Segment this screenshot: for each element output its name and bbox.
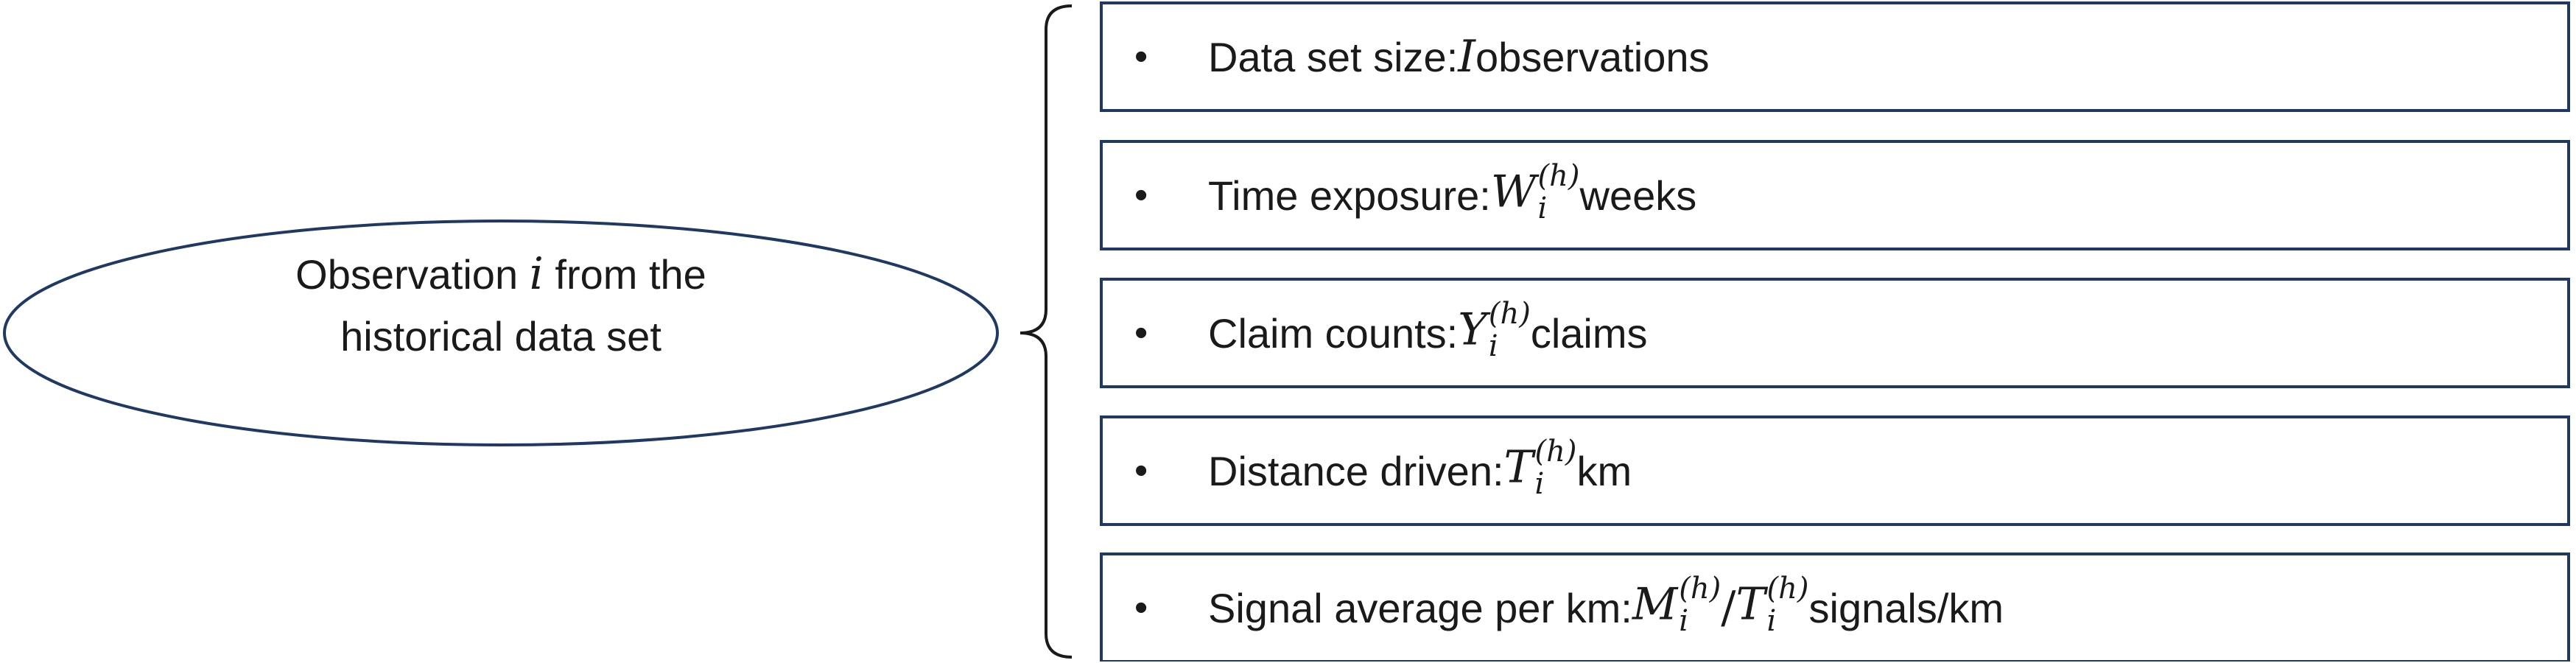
item-text-signal-average: • Signal average per km: M(h)i / T(h)i s… (1101, 552, 2560, 663)
item-text-data-set-size: • Data set size: I observations (1134, 31, 1710, 83)
bullet-icon: • (1134, 586, 1148, 629)
curly-brace (1019, 4, 1073, 659)
item-text-distance-driven: • Distance driven: T(h)i km (1101, 415, 2560, 526)
item-text-claim-counts: • Claim counts: Y(h)i claims (1101, 278, 2560, 388)
ellipse-label: Observation i from the historical data s… (0, 243, 1002, 368)
variable-W: W(h)i (1490, 159, 1580, 225)
variable-T: T(h)i (1736, 572, 1809, 638)
item-box-1 (1100, 1, 2570, 112)
item-box-3 (1100, 278, 2570, 388)
bullet-icon: • (1134, 449, 1148, 492)
variable-T: T(h)i (1503, 435, 1577, 501)
bullet-icon: • (1134, 174, 1148, 217)
bullet-icon: • (1134, 35, 1148, 78)
variable-i: i (529, 248, 544, 300)
variable-M: M(h)i (1632, 572, 1722, 638)
item-box-2 (1100, 140, 2570, 250)
ellipse-label-line-1: Observation i from the (0, 243, 1002, 306)
slash: / (1721, 582, 1736, 634)
variable-I: I (1458, 31, 1475, 83)
item-box-4 (1100, 415, 2570, 526)
bullet-icon: • (1134, 312, 1148, 354)
observation-ellipse (3, 220, 999, 446)
item-box-5 (1100, 552, 2570, 662)
ellipse-label-line-2: historical data set (340, 313, 661, 359)
variable-Y: Y(h)i (1458, 297, 1531, 363)
item-text-time-exposure: • Time exposure: W(h)i weeks (1101, 140, 2560, 250)
